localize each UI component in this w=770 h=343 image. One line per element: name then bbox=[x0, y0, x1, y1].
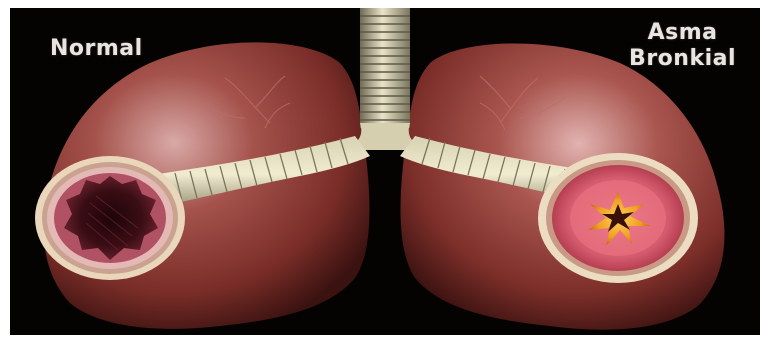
label-asma-bronkial: Asma Bronkial bbox=[629, 20, 736, 72]
trachea bbox=[360, 8, 410, 128]
illustration-panel: Normal Asma Bronkial bbox=[10, 8, 760, 335]
normal-airway-cross-section bbox=[35, 156, 185, 280]
label-normal: Normal bbox=[50, 36, 143, 61]
label-asma-line1: Asma bbox=[629, 20, 736, 46]
label-asma-line2: Bronkial bbox=[629, 46, 736, 72]
asthma-airway-cross-section bbox=[538, 153, 698, 283]
